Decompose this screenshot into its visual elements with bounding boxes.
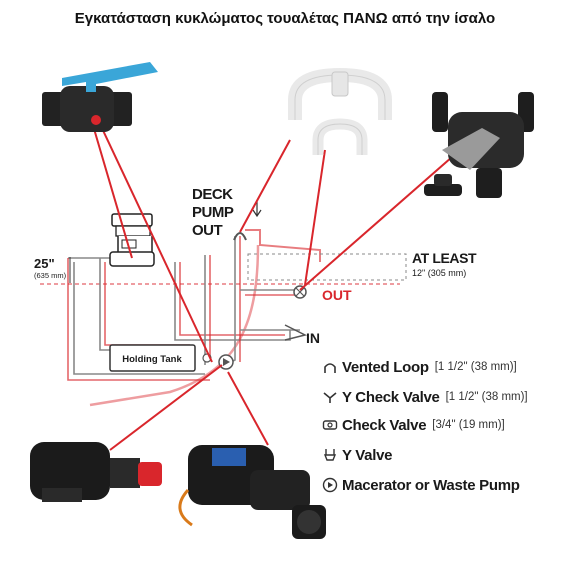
y-valve-image — [424, 92, 534, 198]
in-label: IN — [306, 330, 320, 346]
pump-symbol — [218, 354, 234, 370]
y-valve-symbol — [293, 285, 307, 299]
y-valve-icon — [323, 449, 337, 461]
legend-item-y-valve: Y Valve — [322, 444, 398, 466]
at-least-zone — [247, 253, 407, 281]
in-thru-hull — [284, 324, 308, 341]
y-check-valve-icon — [323, 392, 337, 403]
legend-item-pump: Macerator or Waste Pump — [322, 474, 526, 496]
legend-name: Vented Loop — [342, 358, 429, 376]
deck-label-3: OUT — [192, 222, 223, 239]
deck-label-1: DECK — [192, 186, 233, 203]
vented-loops-image — [288, 67, 392, 155]
legend-size: [1 1/2" (38 mm)] — [434, 361, 517, 373]
pointer-lines — [91, 121, 461, 451]
out-label: OUT — [322, 287, 352, 303]
ball-valve-image — [42, 62, 158, 132]
macerator-pump-left-image — [30, 442, 162, 502]
at-least-label: AT LEAST — [412, 250, 477, 266]
dim-25-mm-label: (635 mm) — [34, 271, 67, 280]
holding-tank — [109, 344, 196, 372]
legend-item-check-valve: Check Valve [3/4" (19 mm)] — [322, 414, 505, 436]
legend-item-vented-loop: Vented Loop [1 1/2" (38 mm)] — [322, 356, 517, 378]
holding-tank-label: Holding Tank — [122, 354, 182, 365]
toilet-icon — [109, 213, 155, 267]
vented-loop-icon — [324, 363, 336, 373]
legend-name: Macerator or Waste Pump — [342, 476, 520, 494]
vented-loop-symbol — [233, 232, 247, 241]
diagram-title: Εγκατάσταση κυκλώματος τουαλέτας ΠΑΝΩ απ… — [74, 10, 496, 27]
dim-25-label: 25" — [34, 256, 55, 271]
at-least-dim-label: 12" (305 mm) — [412, 268, 466, 278]
pump-icon — [322, 477, 338, 493]
legend-size: [1 1/2" (38 mm)] — [445, 391, 528, 403]
legend-name: Y Valve — [342, 446, 393, 464]
macerator-pump-right-image — [178, 445, 326, 539]
check-valve-icon — [322, 420, 338, 430]
legend-size: [3/4" (19 mm)] — [432, 419, 505, 431]
legend-item-y-check-valve: Y Check Valve [1 1/2" (38 mm)] — [322, 386, 528, 408]
hull-curve — [89, 244, 260, 407]
legend-name: Y Check Valve — [342, 388, 440, 406]
legend-name: Check Valve — [342, 416, 427, 434]
deck-label-2: PUMP — [192, 204, 234, 221]
